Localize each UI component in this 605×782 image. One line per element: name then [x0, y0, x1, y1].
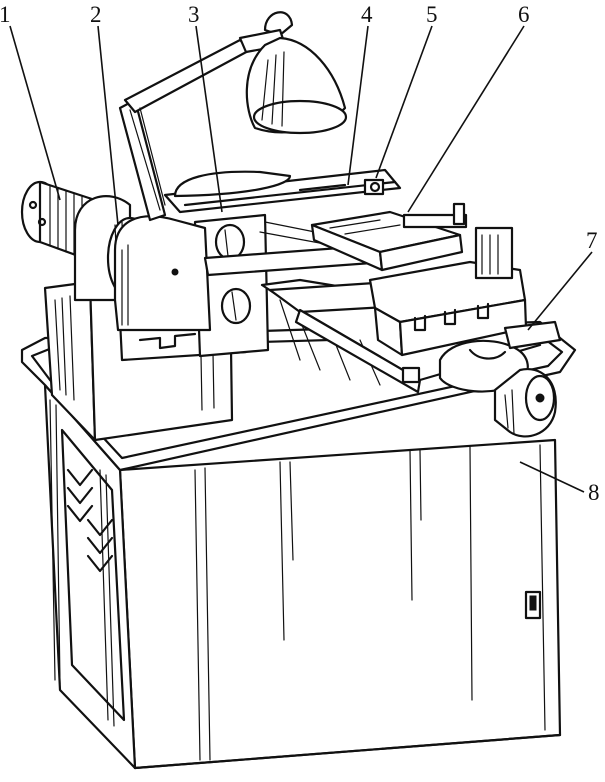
leader-3: [195, 25, 223, 213]
leader-8: [519, 461, 585, 493]
glass-plate: [310, 202, 468, 272]
leader-7: [527, 251, 593, 331]
callout-3: 3: [188, 2, 200, 27]
callout-1: 1: [0, 2, 11, 27]
lamp-shade: [238, 11, 348, 135]
leader-lines: [9, 25, 593, 493]
cabinet: [43, 383, 562, 770]
work-table: [368, 226, 528, 357]
callout-5: 5: [426, 2, 438, 27]
leader-4: [347, 25, 369, 186]
callout-2: 2: [90, 2, 102, 27]
leader-1: [9, 25, 61, 201]
callout-4: 4: [361, 2, 373, 27]
lamp-arm: [118, 38, 402, 222]
leader-5: [375, 25, 433, 179]
callout-6: 6: [518, 2, 530, 27]
motor: [20, 180, 97, 264]
handwheel-assembly: [438, 320, 562, 438]
leader-2: [97, 25, 119, 226]
callout-8: 8: [588, 480, 600, 505]
leader-6: [407, 25, 525, 213]
callout-7: 7: [586, 228, 598, 253]
callout-numbers: 1 2 3 4 5 6 7 8: [0, 2, 600, 505]
pulley-housing: [73, 195, 212, 332]
